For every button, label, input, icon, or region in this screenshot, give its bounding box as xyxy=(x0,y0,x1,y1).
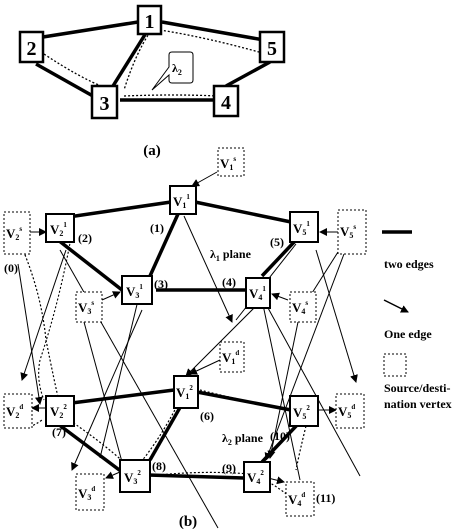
legend-two-edges-label: two edges xyxy=(384,257,434,271)
caption-a: (a) xyxy=(143,143,161,159)
svg-text:V1d: V1d xyxy=(222,349,239,366)
node-1: 1 xyxy=(136,4,163,36)
edge-2-3 xyxy=(35,62,101,102)
svg-text:V41: V41 xyxy=(249,285,266,302)
svg-text:V11: V11 xyxy=(173,193,190,210)
vertex-v5-2: V52 xyxy=(289,395,319,427)
panel-a: 1 2 3 4 5 λ2 (a) xyxy=(18,4,286,159)
plane1-label: λ1 plane xyxy=(210,247,252,263)
lambda2-callout: λ2 xyxy=(151,51,194,91)
vertex-v3-s: V3s xyxy=(75,291,103,323)
legend-dotted-box-icon xyxy=(383,353,407,377)
legend: two edges One edge Source/desti- nation … xyxy=(382,230,452,411)
svg-text:V5d: V5d xyxy=(338,403,355,420)
legend-one-edge-arrow-icon xyxy=(383,299,409,313)
edge-label-7: (7) xyxy=(52,425,66,439)
svg-text:V1s: V1s xyxy=(220,155,236,172)
legend-source-dest-line2: nation vertex xyxy=(384,397,452,411)
vertex-v4-s: V4s xyxy=(289,291,317,323)
svg-text:V12: V12 xyxy=(176,384,193,401)
svg-text:V3s: V3s xyxy=(78,299,94,316)
edge-label-4: (4) xyxy=(222,275,236,289)
svg-text:V21: V21 xyxy=(50,221,67,238)
svg-text:V2s: V2s xyxy=(6,225,22,242)
edge-label-3: (3) xyxy=(154,277,168,291)
vertex-v1-s: V1s xyxy=(217,147,245,177)
edge-label-1: (1) xyxy=(150,221,164,235)
edge-label-9: (9) xyxy=(222,461,236,475)
svg-text:V31: V31 xyxy=(126,283,143,300)
dotted-upper xyxy=(38,231,73,401)
node-1-label: 1 xyxy=(145,11,155,33)
edge-1-3 xyxy=(111,32,148,87)
legend-source-dest-line1: Source/desti- xyxy=(384,381,450,395)
plane2-label: λ2 plane xyxy=(222,431,264,447)
svg-text:V3d: V3d xyxy=(78,485,95,502)
edge-label-6: (6) xyxy=(200,409,214,423)
vertex-v5-d: V5d xyxy=(335,393,365,429)
node-3-label: 3 xyxy=(100,93,110,115)
vertex-v1-d: V1d xyxy=(219,341,245,373)
edge-label-11: (11) xyxy=(316,491,335,505)
vertex-v3-1: V31 xyxy=(121,275,153,305)
node-2-label: 2 xyxy=(27,38,37,60)
edge-label-8: (8) xyxy=(152,459,166,473)
vertex-v5-s: V5s xyxy=(337,209,367,255)
vertex-v2-2: V22 xyxy=(45,395,75,427)
dotted-route xyxy=(9,221,307,501)
panel-b: V11 V21 V31 V41 V51 V12 V22 V32 xyxy=(3,147,367,530)
svg-text:V32: V32 xyxy=(124,469,141,486)
lambda2-callout-label: λ2 xyxy=(172,61,182,77)
vertex-v1-2: V12 xyxy=(173,375,199,409)
svg-text:V4s: V4s xyxy=(292,299,308,316)
node-5-label: 5 xyxy=(267,38,277,60)
vertex-v5-1: V51 xyxy=(289,211,319,243)
svg-text:V2d: V2d xyxy=(6,403,23,420)
vertex-v4-2: V42 xyxy=(243,461,271,493)
edge-label-2: (2) xyxy=(78,231,92,245)
edge-2-1 xyxy=(42,20,139,39)
edge-5-4 xyxy=(225,60,271,88)
caption-b: (b) xyxy=(179,514,197,530)
svg-text:V51: V51 xyxy=(293,220,310,237)
svg-text:V42: V42 xyxy=(247,469,264,486)
svg-text:V22: V22 xyxy=(50,403,67,420)
svg-text:V4d: V4d xyxy=(288,491,305,508)
vertex-v4-1: V41 xyxy=(245,277,271,309)
node-2: 2 xyxy=(18,30,45,64)
vertex-v2-1: V21 xyxy=(45,213,75,243)
node-3: 3 xyxy=(90,84,119,120)
node-4: 4 xyxy=(212,84,240,118)
edge-label-0: (0) xyxy=(4,261,18,275)
edge-1-5 xyxy=(161,20,265,42)
edge-label-5: (5) xyxy=(270,235,284,249)
vertex-v1-1: V11 xyxy=(169,185,197,215)
svg-text:V52: V52 xyxy=(293,404,310,421)
node-4-label: 4 xyxy=(221,92,231,114)
edge-label-10: (10) xyxy=(270,429,290,443)
svg-text:V5s: V5s xyxy=(340,223,356,240)
vertex-v2-s: V2s xyxy=(3,211,31,255)
vertex-v3-d: V3d xyxy=(75,473,105,511)
node-5: 5 xyxy=(258,30,286,64)
vertex-v4-d: V4d xyxy=(285,481,315,517)
vertex-v2-d: V2d xyxy=(3,393,33,429)
vertex-v3-2: V32 xyxy=(119,459,151,493)
legend-one-edge-label: One edge xyxy=(384,327,432,341)
lambda2-path xyxy=(43,29,267,97)
plane1-edges xyxy=(47,200,298,292)
